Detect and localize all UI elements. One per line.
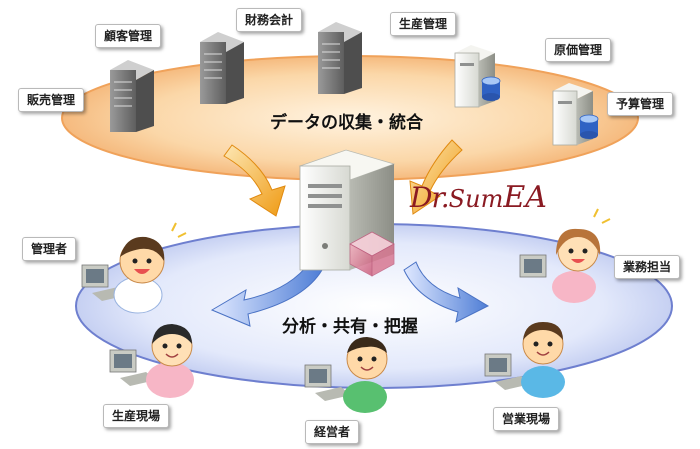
server-customer-icon xyxy=(200,32,244,104)
label-manager: 管理者 xyxy=(22,237,77,261)
label-customer-management: 顧客管理 xyxy=(95,24,162,48)
label-sales-management: 販売管理 xyxy=(18,88,85,112)
label-production-site: 生産現場 xyxy=(103,404,170,428)
server-finance-icon xyxy=(318,22,362,94)
server-cost-icon xyxy=(552,83,599,146)
label-cost-management: 原価管理 xyxy=(545,38,612,62)
label-budget-management: 予算管理 xyxy=(607,92,674,116)
label-business-staff: 業務担当 xyxy=(614,255,681,279)
server-production-icon xyxy=(454,45,501,108)
label-executive: 経営者 xyxy=(305,420,360,444)
share-arrow-left xyxy=(210,261,323,327)
user-production-icon xyxy=(109,324,194,398)
collect-arrow-right xyxy=(409,139,463,215)
user-manager-icon xyxy=(81,222,187,314)
brand-part1: Dr. xyxy=(410,181,450,214)
data-cube-icon xyxy=(349,231,395,277)
label-sales-site: 営業現場 xyxy=(493,407,560,431)
drsum-ea-logo: Dr.SumEA xyxy=(410,180,547,215)
brand-part2: Sum xyxy=(448,185,504,213)
brand-part3: EA xyxy=(503,180,547,215)
label-production-management: 生産管理 xyxy=(390,12,457,36)
user-staff-icon xyxy=(519,208,611,303)
user-executive-icon xyxy=(304,337,388,413)
collection-caption: データの収集・統合 xyxy=(270,113,423,133)
user-sales-icon xyxy=(484,322,565,398)
collect-arrow-left xyxy=(223,144,286,217)
share-arrow-right xyxy=(403,261,490,323)
sharing-caption: 分析・共有・把握 xyxy=(282,317,418,337)
server-sales-icon xyxy=(110,60,154,132)
label-financial-accounting: 財務会計 xyxy=(236,8,303,32)
